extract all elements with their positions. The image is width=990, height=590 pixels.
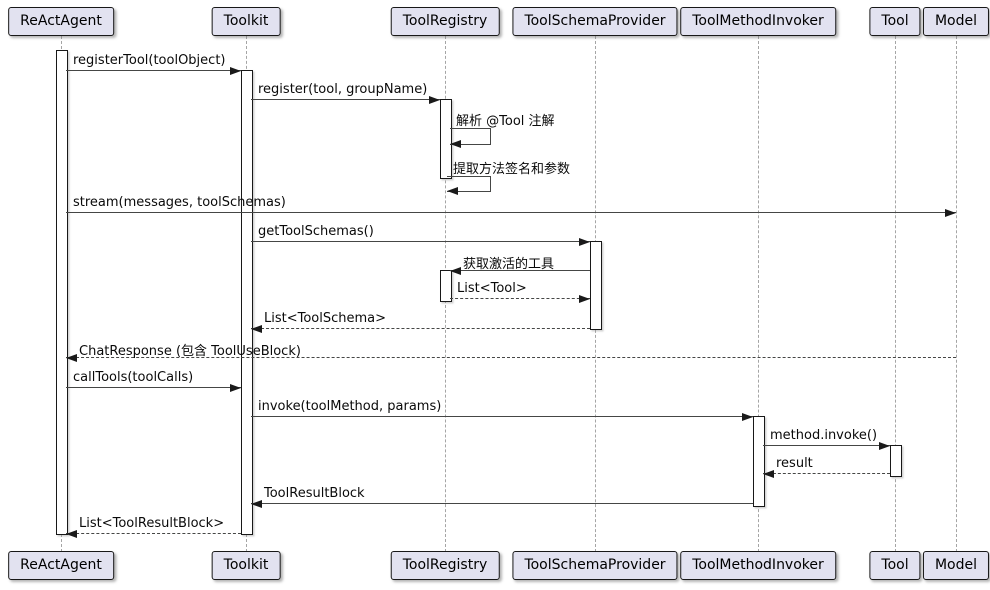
participant-toolmethodinvoker-bottom: ToolMethodInvoker	[680, 551, 836, 580]
lifeline-tool	[895, 36, 896, 552]
participant-toolregistry-bottom: ToolRegistry	[390, 551, 500, 580]
lifeline-model	[956, 36, 957, 552]
message-label-14: ToolResultBlock	[264, 486, 365, 501]
arrowhead-right-icon	[579, 237, 590, 246]
lifeline-toolmethodinvoker	[758, 36, 759, 552]
message-label-0: registerTool(toolObject)	[73, 53, 226, 68]
message-line-4	[66, 212, 956, 213]
arrowhead-left-icon	[450, 139, 461, 148]
arrowhead-left-icon	[66, 353, 77, 362]
participant-toolkit-top: Toolkit	[211, 7, 281, 36]
arrowhead-right-icon	[742, 412, 753, 421]
participant-reactagent-bottom: ReActAgent	[8, 551, 114, 580]
participant-model-bottom: Model	[922, 551, 990, 580]
arrowhead-right-icon	[879, 441, 890, 450]
arrowhead-right-icon	[945, 208, 956, 217]
participant-toolregistry-top: ToolRegistry	[390, 7, 500, 36]
arrowhead-left-icon	[447, 186, 458, 195]
message-line-15	[66, 533, 241, 534]
message-label-4: stream(messages, toolSchemas)	[73, 195, 286, 210]
message-label-7: List<Tool>	[457, 281, 527, 296]
message-line-8	[251, 328, 590, 329]
arrowhead-left-icon	[251, 324, 262, 333]
participant-toolschemaprovider-top: ToolSchemaProvider	[512, 7, 678, 36]
participant-reactagent-top: ReActAgent	[8, 7, 114, 36]
self-message-loop-3	[447, 176, 491, 192]
activation-bar-toolschemaprovider-4	[590, 241, 602, 330]
arrowhead-right-icon	[230, 66, 241, 75]
message-label-13: result	[776, 456, 813, 471]
message-line-7	[450, 298, 590, 299]
message-line-13	[763, 473, 890, 474]
arrowhead-left-icon	[450, 266, 461, 275]
arrowhead-right-icon	[230, 383, 241, 392]
message-label-5: getToolSchemas()	[258, 224, 374, 239]
message-line-14	[251, 503, 753, 504]
message-label-12: method.invoke()	[770, 428, 878, 443]
activation-bar-reactagent-0	[56, 50, 68, 535]
message-line-11	[251, 416, 753, 417]
message-line-12	[763, 445, 890, 446]
arrowhead-right-icon	[579, 294, 590, 303]
message-label-15: List<ToolResultBlock>	[79, 516, 225, 531]
arrowhead-left-icon	[251, 499, 262, 508]
participant-model-top: Model	[922, 7, 990, 36]
message-line-10	[66, 387, 241, 388]
message-label-10: callTools(toolCalls)	[73, 370, 194, 385]
message-label-3: 提取方法签名和参数	[453, 162, 571, 177]
arrowhead-left-icon	[763, 469, 774, 478]
message-label-6: 获取激活的工具	[463, 257, 555, 272]
participant-toolschemaprovider-bottom: ToolSchemaProvider	[512, 551, 678, 580]
participant-tool-bottom: Tool	[869, 551, 921, 580]
message-line-0	[66, 70, 241, 71]
message-label-8: List<ToolSchema>	[264, 311, 387, 326]
participant-tool-top: Tool	[869, 7, 921, 36]
message-label-2: 解析 @Tool 注解	[456, 114, 555, 129]
message-line-5	[251, 241, 590, 242]
participant-toolkit-bottom: Toolkit	[211, 551, 281, 580]
message-line-1	[251, 99, 440, 100]
participant-toolmethodinvoker-top: ToolMethodInvoker	[680, 7, 836, 36]
arrowhead-left-icon	[66, 529, 77, 538]
activation-bar-toolregistry-2	[440, 99, 452, 179]
message-line-6	[450, 270, 590, 271]
message-label-1: register(tool, groupName)	[258, 82, 428, 97]
arrowhead-right-icon	[429, 95, 440, 104]
activation-bar-tool-6	[890, 445, 902, 477]
activation-bar-toolmethodinvoker-5	[753, 416, 765, 507]
message-line-9	[66, 357, 956, 358]
message-label-9: ChatResponse (包含 ToolUseBlock)	[79, 344, 301, 359]
activation-bar-toolregistry-3	[440, 270, 452, 302]
message-label-11: invoke(toolMethod, params)	[258, 399, 442, 414]
self-message-loop-2	[450, 128, 491, 145]
activation-bar-toolkit-1	[241, 70, 253, 535]
